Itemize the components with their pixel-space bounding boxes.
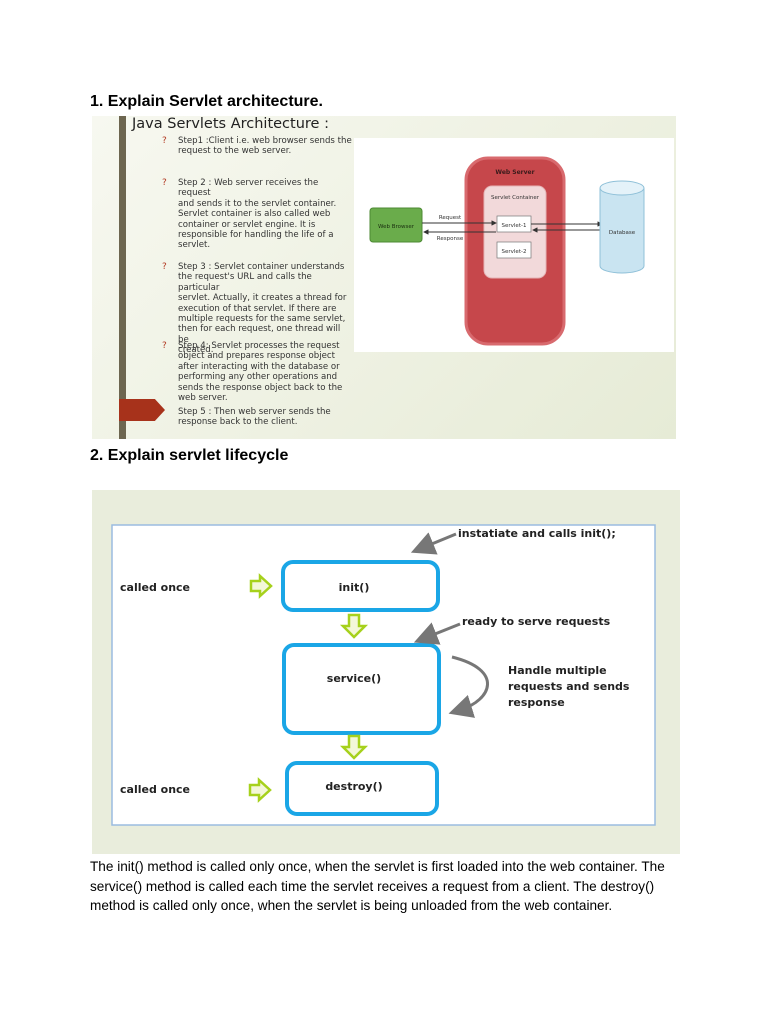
- step-3-text: Step 3 : Servlet container understands t…: [178, 262, 347, 356]
- architecture-diagram-panel: Web Server Servlet Container Servlet-1 S…: [354, 138, 674, 352]
- service-box: [282, 643, 441, 735]
- step-pointer-arrow: [119, 399, 165, 421]
- request-label: Request: [439, 215, 462, 221]
- ready-pointer-arrow: [413, 622, 461, 645]
- servlet-2-box: [496, 241, 532, 259]
- called-once-bottom-label: called once: [120, 783, 190, 796]
- init-box: [281, 560, 440, 612]
- figure-title: Java Servlets Architecture :: [132, 116, 329, 132]
- down-arrow-icon: [339, 734, 369, 760]
- ready-note: ready to serve requests: [462, 615, 611, 628]
- section-2-heading: 2. Explain servlet lifecycle: [90, 447, 289, 464]
- step-4-text: Step 4: Servlet processes the request ob…: [178, 341, 343, 404]
- step-5-text: Step 5 : Then web server sends the respo…: [178, 407, 331, 428]
- instantiate-note: instatiate and calls init();: [458, 527, 616, 540]
- architecture-diagram: Web Server Servlet Container Servlet-1 S…: [369, 156, 645, 346]
- servlet-architecture-figure: Java Servlets Architecture : ? Step1 :Cl…: [92, 116, 676, 439]
- step-3: ? Step 3 : Servlet container understands…: [162, 262, 352, 356]
- bullet-marker: ?: [162, 136, 167, 146]
- bullet-marker: ?: [162, 262, 167, 272]
- lifecycle-description-paragraph: The init() method is called only once, w…: [90, 859, 665, 913]
- web-browser-box: [369, 207, 423, 243]
- right-arrow-icon: [249, 573, 273, 599]
- bullet-marker: ?: [162, 341, 167, 351]
- response-label: Response: [437, 236, 464, 242]
- destroy-box: [285, 761, 439, 816]
- servlet-lifecycle-figure: init() service() destroy() called once c…: [92, 490, 680, 854]
- section-1-heading: 1. Explain Servlet architecture.: [90, 93, 323, 110]
- servlet-2-label: Servlet-2: [502, 249, 527, 255]
- database-label: Database: [609, 230, 636, 236]
- servlet-container-label: Servlet Container: [491, 195, 540, 201]
- handle-note-line-3: response: [508, 696, 565, 709]
- servlet-1-label: Servlet-1: [502, 223, 527, 229]
- init-label: init(): [339, 581, 370, 594]
- destroy-label: destroy(): [325, 780, 382, 793]
- step-2: ? Step 2 : Web server receives the reque…: [162, 178, 352, 251]
- step-1: ? Step1 :Client i.e. web browser sends t…: [162, 136, 352, 157]
- figure-left-bar: [119, 116, 126, 439]
- step-4: ? Step 4: Servlet processes the request …: [162, 341, 352, 403]
- lifecycle-diagram: init() service() destroy() called once c…: [111, 524, 656, 826]
- step-2-text: Step 2 : Web server receives the request…: [178, 178, 337, 251]
- step-5: Step 5 : Then web server sends the respo…: [162, 407, 352, 428]
- web-browser-label: Web Browser: [378, 224, 415, 230]
- right-arrow-icon: [248, 777, 272, 803]
- bullet-marker: ?: [162, 178, 167, 188]
- handle-note-line-2: requests and sends: [508, 680, 630, 693]
- loop-arrow-icon: [448, 655, 489, 718]
- handle-note-line-1: Handle multiple: [508, 664, 607, 677]
- instantiate-pointer-arrow: [410, 532, 457, 555]
- called-once-top-label: called once: [120, 581, 190, 594]
- down-arrow-icon: [339, 613, 369, 639]
- step-1-text: Step1 :Client i.e. web browser sends the…: [178, 136, 352, 157]
- service-label: service(): [327, 672, 381, 685]
- database-icon: [599, 180, 645, 274]
- web-server-label: Web Server: [495, 169, 534, 176]
